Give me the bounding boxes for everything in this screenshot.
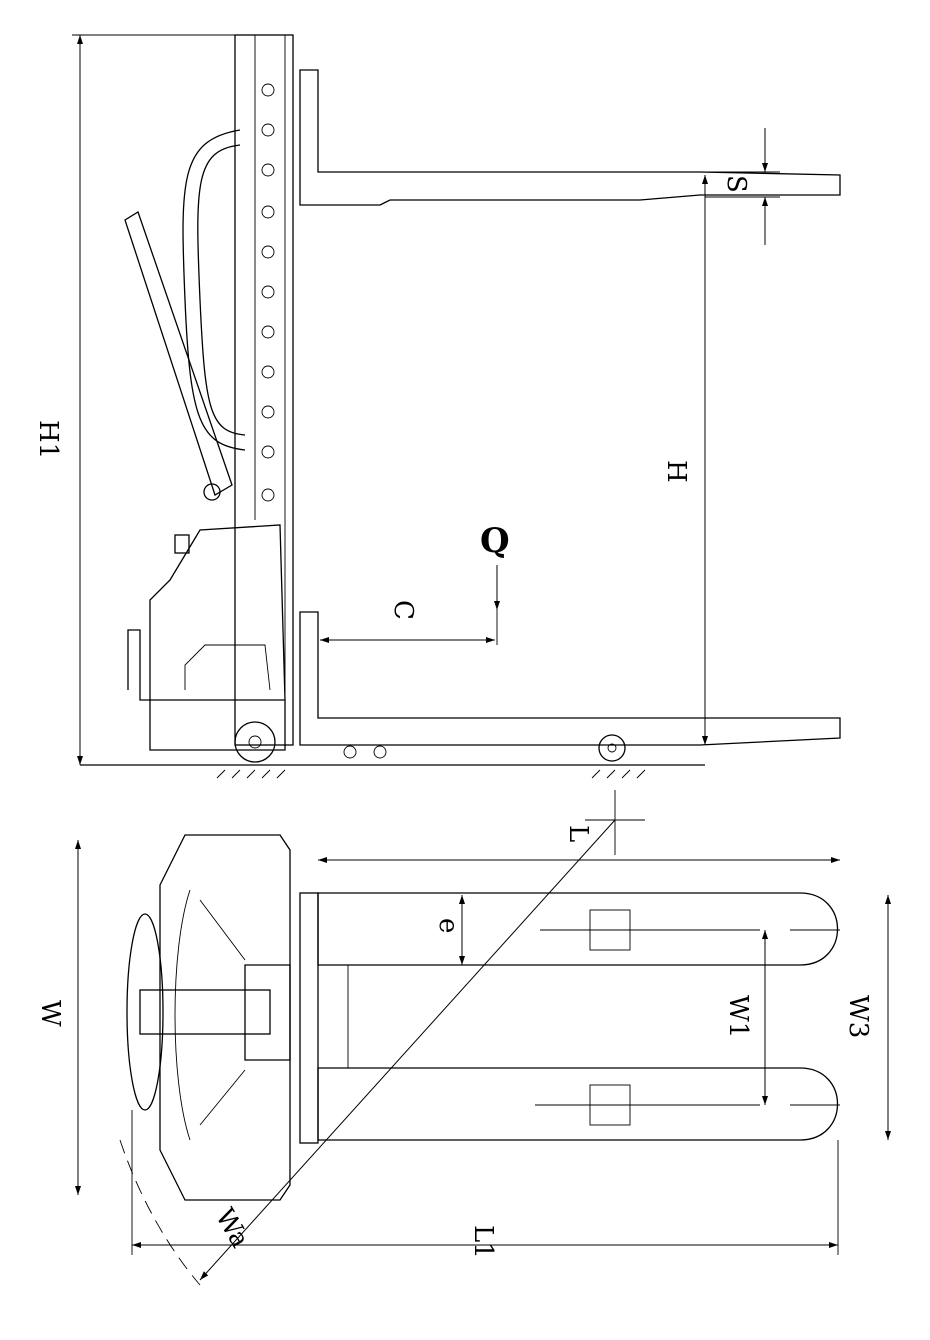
e-label: e: [433, 918, 463, 933]
top-view-fork-lower: [317, 1067, 839, 1141]
l1-label: L1: [468, 1225, 498, 1259]
key-switch: [174, 534, 190, 554]
chassis-outline: [159, 834, 291, 1201]
w3-label: W3: [843, 995, 873, 1038]
tiller-handle: [124, 211, 233, 496]
chassis: [127, 629, 286, 751]
s-label: S: [721, 175, 751, 193]
mast: [234, 34, 294, 746]
battery-body: [149, 524, 286, 701]
side-view: H1 H S Q C: [33, 34, 841, 779]
turning-arc: [119, 1139, 201, 1286]
lower-fork: [299, 611, 841, 746]
top-view: L e W W1 W3 L1 Wa: [35, 790, 891, 1286]
chassis-frame: [174, 889, 246, 1141]
support-wheel: [343, 745, 357, 759]
tiller-head: [126, 913, 164, 1111]
drive-wheel: [234, 721, 276, 763]
q-label: Q: [480, 521, 510, 561]
tiller-arm: [139, 989, 271, 1035]
motor-unit: [244, 964, 291, 1061]
body-panel: [184, 644, 271, 691]
top-view-fork-upper: [317, 892, 839, 966]
h-label: H: [661, 460, 691, 483]
upper-fork: [299, 69, 841, 206]
wa-radius-line: [199, 819, 616, 1281]
grab-bar: [182, 129, 246, 451]
w1-label: W1: [723, 995, 753, 1038]
tiller-pivot: [203, 483, 221, 501]
w-label: W: [35, 1000, 65, 1027]
c-label: C: [388, 600, 418, 620]
l-label: L: [563, 825, 593, 842]
ground-hatch: [216, 769, 646, 779]
h1-label: H1: [33, 420, 63, 459]
load-roller: [598, 734, 626, 762]
wa-label: Wa: [209, 1204, 255, 1254]
fork-carriage: [299, 892, 319, 1144]
